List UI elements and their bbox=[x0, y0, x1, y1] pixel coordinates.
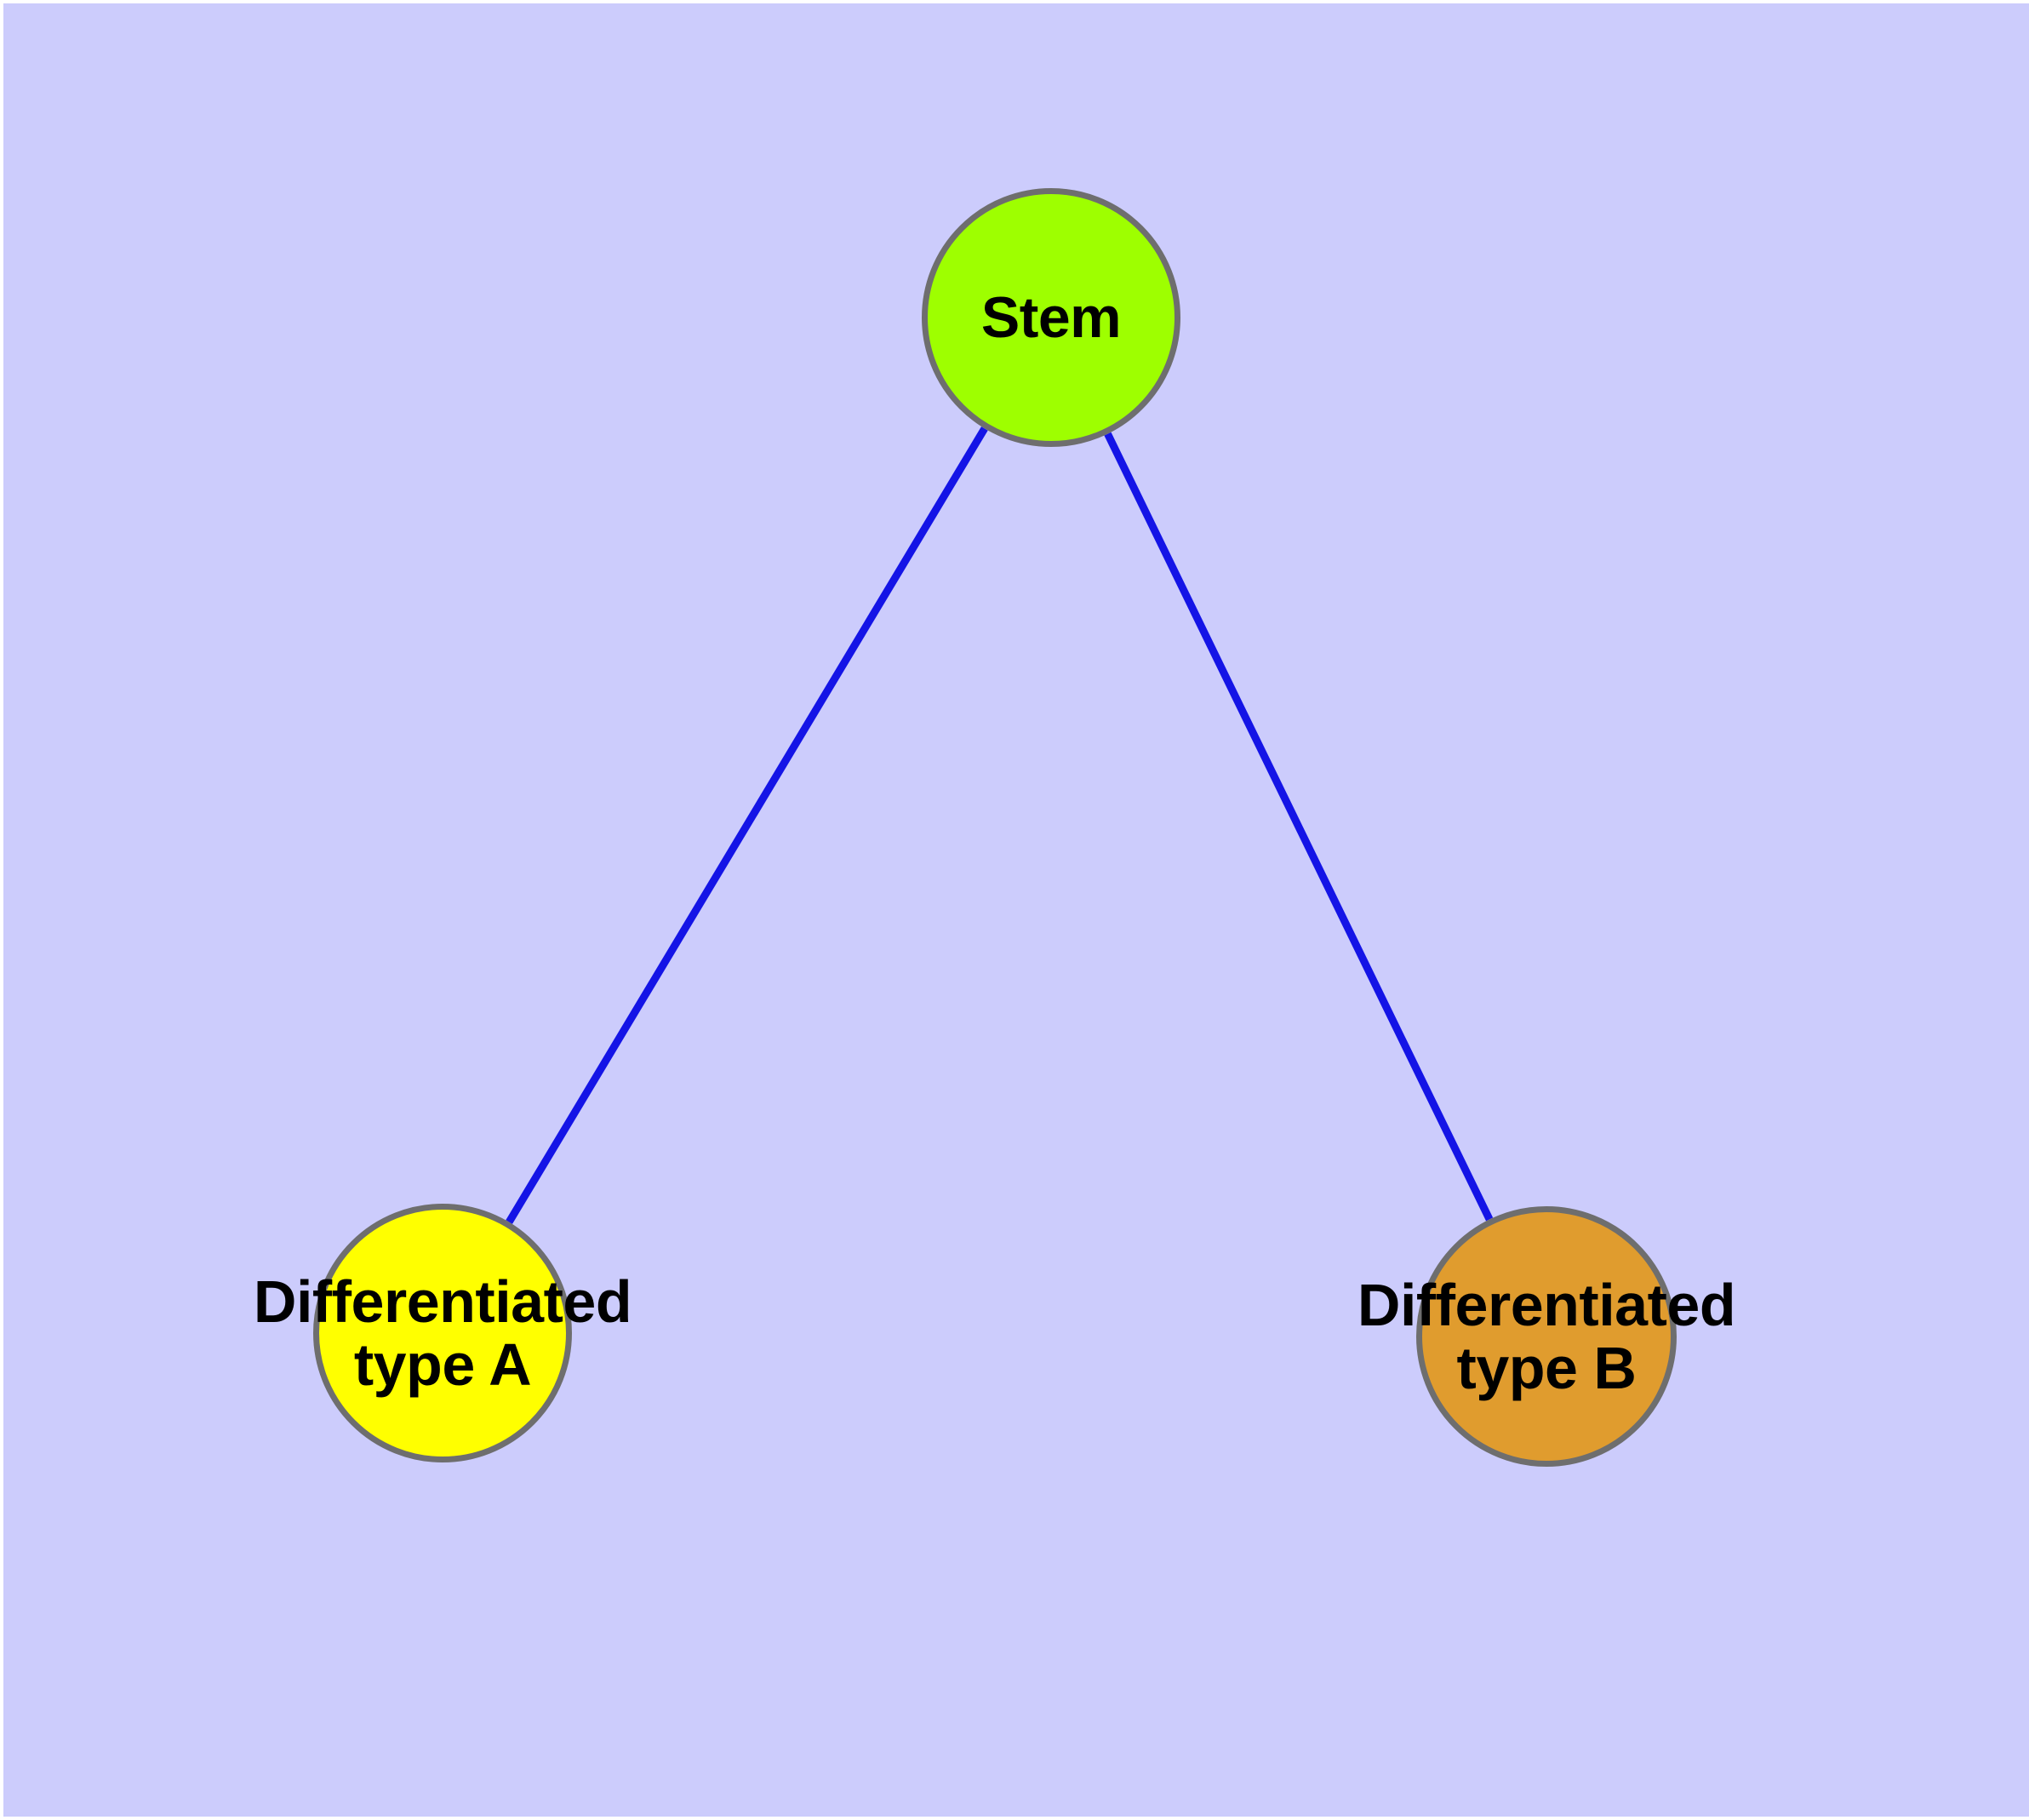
edge-layer bbox=[506, 426, 1494, 1224]
node-diff-a[interactable] bbox=[313, 1204, 572, 1462]
node-label-diff-b: Differentiated type B bbox=[1357, 1271, 1736, 1401]
node-label-diff-a-line-1: Differentiated bbox=[253, 1268, 632, 1335]
edge-stem-to-diff-a bbox=[506, 426, 988, 1224]
node-label-diff-a: Differentiated type A bbox=[253, 1268, 632, 1398]
node-label-stem: Stem bbox=[980, 284, 1122, 350]
node-diff-b[interactable] bbox=[1416, 1206, 1677, 1467]
node-label-stem-line-1: Stem bbox=[980, 284, 1122, 350]
edge-stem-to-diff-b bbox=[1104, 432, 1494, 1222]
node-stem[interactable] bbox=[922, 188, 1180, 447]
node-label-diff-b-line-2: type B bbox=[1456, 1335, 1637, 1401]
node-layer bbox=[313, 188, 1677, 1467]
node-label-diff-a-line-2: type A bbox=[353, 1331, 532, 1398]
node-label-diff-b-line-1: Differentiated bbox=[1357, 1271, 1736, 1338]
